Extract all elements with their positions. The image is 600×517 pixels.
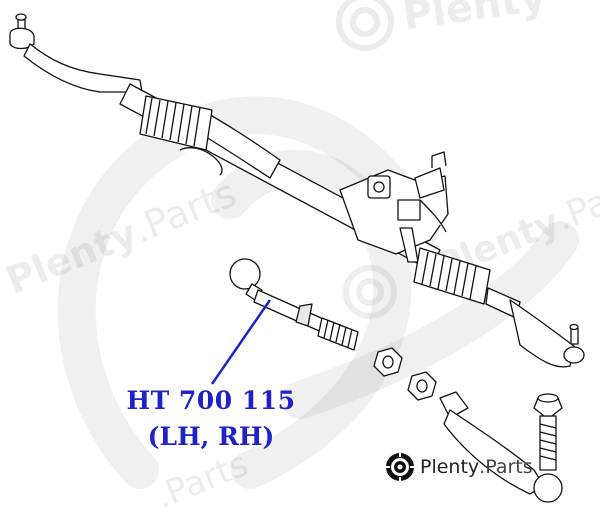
- callout-leader-line: [210, 299, 272, 385]
- brand-name: Plenty: [420, 456, 480, 478]
- outer-tie-rod-end: [439, 391, 563, 503]
- right-tie-rod-end: [485, 287, 585, 368]
- part-side-label: (LH, RH): [147, 422, 275, 451]
- watermark-gear-icon-2: [343, 265, 397, 319]
- left-tie-rod-end: [9, 13, 143, 93]
- lock-nut-2: [407, 371, 437, 401]
- inner-tie-rod: [229, 258, 359, 351]
- lock-nut-1: [373, 347, 403, 377]
- watermark-gear-icon: [336, 0, 394, 51]
- lower-boot: [413, 247, 491, 305]
- brand-logo: Plenty.Parts: [385, 450, 533, 484]
- steering-rack-diagram: [9, 0, 585, 503]
- gear-disc-icon: [386, 453, 414, 481]
- upper-boot: [139, 95, 213, 151]
- pinion-valve-body: [339, 151, 449, 263]
- brand-tld: .Parts: [479, 456, 533, 478]
- part-number-label: HT 700 115: [126, 386, 296, 415]
